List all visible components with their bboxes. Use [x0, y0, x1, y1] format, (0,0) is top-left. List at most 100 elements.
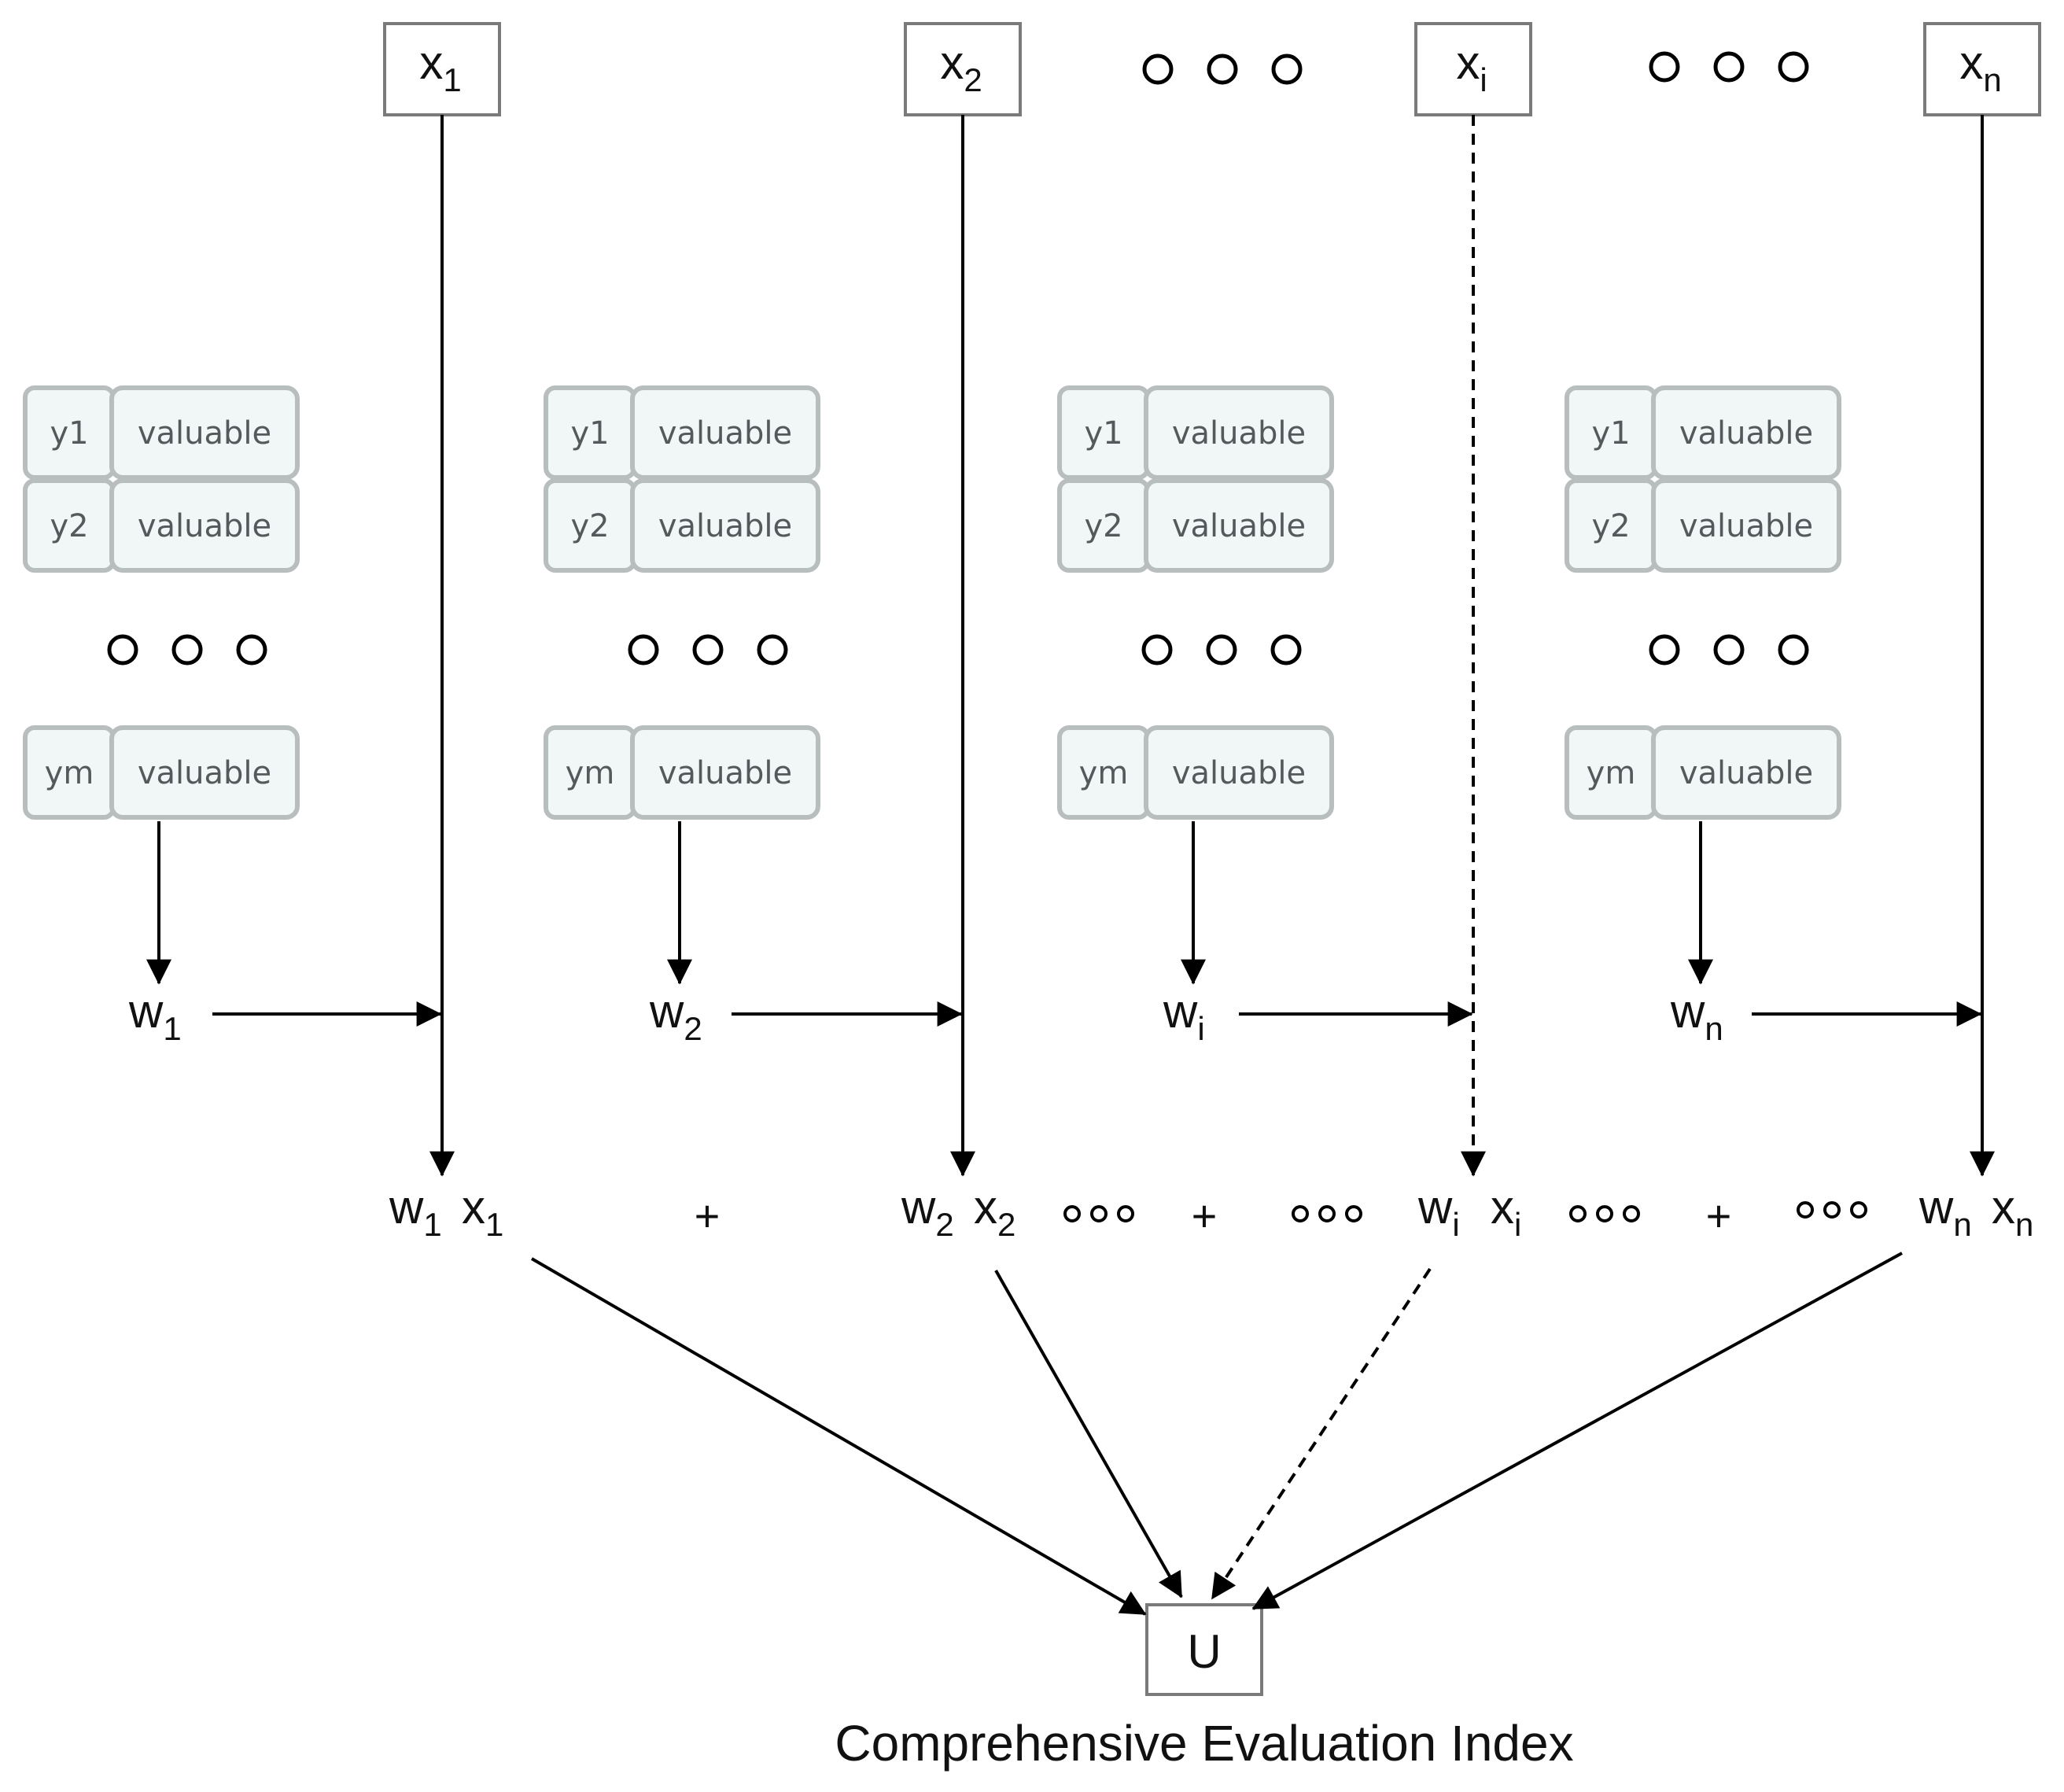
indicator-value-cell [630, 385, 820, 480]
product-input-subscript: 2 [997, 1206, 1015, 1243]
product-input: x1 [462, 1181, 503, 1243]
indicator-value-cell [1144, 385, 1334, 480]
input-label-x1-base: x [419, 36, 443, 89]
product-weight: w1 [389, 1181, 442, 1243]
product-weight-base: w [901, 1181, 936, 1233]
sum-flow-arrow [1251, 1252, 1903, 1610]
weight-label-w1: w1 [128, 985, 182, 1047]
product-input-subscript: 1 [485, 1206, 503, 1243]
input-label-xn-base: x [1959, 36, 1983, 89]
product-weight-base: w [389, 1181, 424, 1233]
product-weight-subscript: 2 [935, 1206, 953, 1243]
weight-label-w2: w2 [649, 985, 702, 1047]
product-input-base: x [462, 1181, 485, 1233]
ellipsis-icon [1142, 53, 1303, 85]
input-label-x1-subscript: 1 [443, 61, 461, 98]
indicator-value-cell [1144, 725, 1334, 820]
product-weight-subscript: i [1452, 1206, 1459, 1243]
weight-label-wi-subscript: i [1197, 1010, 1204, 1047]
weight-label-wn-subscript: n [1705, 1010, 1723, 1047]
input-label-xi: xi [1456, 36, 1487, 98]
product-input: x2 [974, 1181, 1015, 1243]
product-input-subscript: i [1514, 1206, 1521, 1243]
output-caption: Comprehensive Evaluation Index [835, 1715, 1573, 1772]
input-label-x2-base: x [940, 36, 964, 89]
indicator-value: valuable [658, 508, 792, 544]
product-input-subscript: n [2015, 1206, 2033, 1243]
indicator-name: y1 [1591, 415, 1630, 452]
input-label-xi-subscript: i [1480, 61, 1487, 98]
weight-label-w2-base: w [649, 985, 684, 1038]
product-input: xn [1992, 1181, 2033, 1243]
weight-label-wn-base: w [1670, 985, 1705, 1038]
indicator-value: valuable [138, 415, 271, 452]
product-weight: wn [1918, 1181, 1972, 1243]
input-box-x1 [383, 22, 501, 116]
ellipsis-icon [1797, 1201, 1867, 1219]
indicator-value: valuable [1679, 508, 1813, 544]
indicator-name: y1 [1084, 415, 1122, 452]
indicator-name: y2 [1084, 508, 1122, 544]
product-input: xi [1491, 1181, 1521, 1243]
indicator-value: valuable [1679, 415, 1813, 452]
output-label: U [1187, 1625, 1221, 1678]
ellipsis-icon [1141, 634, 1302, 666]
ellipsis-icon [1649, 51, 1809, 83]
indicator-value-cell [109, 385, 300, 480]
input-label-xn: xn [1959, 36, 2001, 98]
indicator-name: ym [1587, 755, 1636, 791]
plus-sign: + [1706, 1191, 1732, 1241]
weight-label-w1-subscript: 1 [163, 1010, 181, 1047]
product-weight: wi [1417, 1181, 1460, 1243]
indicator-value-cell [1144, 478, 1334, 573]
ellipsis-icon [107, 634, 267, 666]
product-weight-base: w [1417, 1181, 1453, 1233]
indicator-value: valuable [138, 508, 271, 544]
ellipsis-icon [1292, 1205, 1362, 1222]
indicator-value-cell [630, 725, 820, 820]
plus-sign: + [695, 1191, 721, 1241]
output-box [1145, 1603, 1263, 1696]
sum-flow-arrow [994, 1270, 1183, 1598]
plus-sign: + [1192, 1191, 1218, 1241]
indicator-value: valuable [658, 415, 792, 452]
product-weight-base: w [1918, 1181, 1954, 1233]
ellipsis-icon [1063, 1205, 1134, 1222]
indicator-name: y1 [50, 415, 88, 452]
product-weight-subscript: n [1953, 1206, 1971, 1243]
indicator-name: y1 [570, 415, 609, 452]
input-label-xi-base: x [1456, 36, 1480, 89]
input-box-x2 [904, 22, 1022, 116]
indicator-value: valuable [138, 755, 271, 791]
sum-flow-arrow [1211, 1267, 1432, 1600]
weight-label-wi: wi [1163, 985, 1205, 1047]
weight-label-w1-base: w [128, 985, 164, 1038]
ellipsis-icon [1649, 634, 1809, 666]
input-label-x2: x2 [940, 36, 982, 98]
ellipsis-icon [1569, 1205, 1640, 1222]
indicator-value-cell [109, 478, 300, 573]
weight-label-w2-subscript: 2 [684, 1010, 702, 1047]
indicator-value-cell [109, 725, 300, 820]
product-weight-subscript: 1 [423, 1206, 441, 1243]
weight-label-wn: wn [1670, 985, 1723, 1047]
indicator-value-cell [1651, 385, 1841, 480]
indicator-value: valuable [1172, 415, 1306, 452]
product-input-base: x [974, 1181, 997, 1233]
indicator-value: valuable [658, 755, 792, 791]
indicator-name: y2 [50, 508, 88, 544]
sum-flow-arrow [530, 1257, 1147, 1616]
input-label-xn-subscript: n [1983, 61, 2001, 98]
indicator-name: y2 [1591, 508, 1630, 544]
indicator-name: ym [1079, 755, 1129, 791]
indicator-value: valuable [1679, 755, 1813, 791]
